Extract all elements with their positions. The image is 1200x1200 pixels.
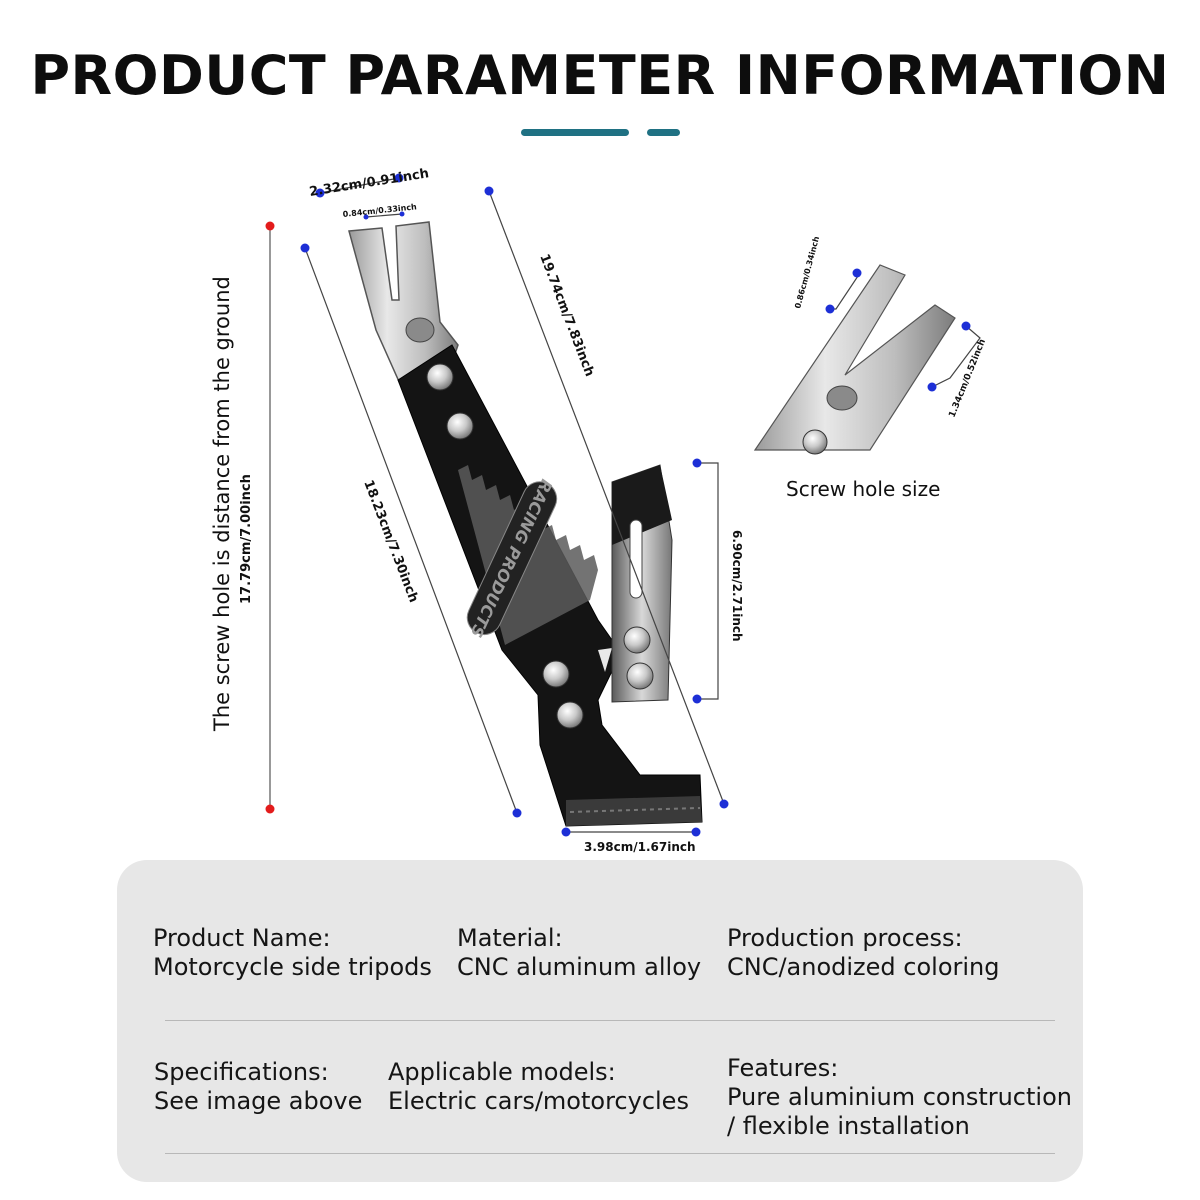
spec-label: Specifications: [154, 1058, 329, 1086]
ground-distance-label: 17.79cm/7.00inch [239, 474, 254, 604]
slot-width-dimension-line [365, 213, 403, 218]
total-length-label: 19.74cm/7.83inch [536, 252, 597, 379]
screw-hole-detail [753, 264, 956, 455]
top-width-dimension-line [319, 177, 400, 194]
bolt-icon [623, 626, 651, 654]
bracket-height-dimension-line [697, 462, 719, 700]
mounting-bracket [611, 464, 673, 703]
fork-hole-icon [405, 317, 435, 343]
spec-label: Material: [457, 924, 563, 952]
ground-distance-markers [265, 221, 275, 814]
spec-value: Electric cars/motorcycles [388, 1087, 689, 1115]
spec-value: CNC/anodized coloring [727, 953, 1000, 981]
slot-width-label: 0.84cm/0.33inch [342, 202, 417, 219]
ground-distance-caption: The screw hole is distance from the grou… [210, 276, 234, 732]
spec-label: Production process: [727, 924, 963, 952]
spec-label: Product Name: [153, 924, 331, 952]
bolt-icon [556, 701, 584, 729]
bolt-icon [626, 662, 654, 690]
top-width-label: 2.32cm/0.91inch [308, 166, 430, 200]
body-length-dimension-line [304, 247, 518, 814]
bolt-icon [446, 412, 474, 440]
detail-hole-icon [826, 385, 858, 411]
spec-value: See image above [154, 1087, 363, 1115]
spec-value: Pure aluminium construction [727, 1083, 1072, 1111]
title-accent-bar-short [647, 129, 680, 136]
hole-large-label: 1.34cm/0.52inch [948, 338, 989, 419]
bolt-icon [426, 363, 454, 391]
bolt-icon [802, 429, 828, 455]
body-length-label: 18.23cm/7.30inch [360, 478, 421, 605]
bracket-height-label: 6.90cm/2.71inch [730, 530, 744, 642]
spec-value: Motorcycle side tripods [153, 953, 432, 981]
total-length-dimension-line [488, 190, 725, 805]
kickstand-diagram: RACING PRODUCTS [210, 166, 989, 854]
kickstand-body: RACING PRODUCTS [397, 344, 703, 827]
spec-value: CNC aluminum alloy [457, 953, 702, 981]
spec-value-continued: / flexible installation [727, 1112, 970, 1140]
spec-label: Features: [727, 1054, 839, 1082]
spec-material: Material: CNC aluminum alloy [457, 924, 701, 982]
spec-panel [117, 860, 1083, 1182]
spec-product-name: Product Name: Motorcycle side tripods [153, 924, 432, 982]
spec-features: Features: Pure aluminium construction / … [727, 1054, 1072, 1141]
spec-production-process: Production process: CNC/anodized colorin… [727, 924, 1000, 982]
spec-divider [165, 1020, 1055, 1021]
hole-small-label: 0.86cm/0.34inch [793, 235, 821, 309]
spec-label: Applicable models: [388, 1058, 616, 1086]
foot-width-label: 3.98cm/1.67inch [584, 840, 696, 854]
spec-divider [165, 1153, 1055, 1154]
dimension-markers [300, 173, 971, 837]
spec-applicable-models: Applicable models: Electric cars/motorcy… [388, 1058, 689, 1116]
screw-hole-caption: Screw hole size [786, 477, 941, 501]
bolt-icon [542, 660, 570, 688]
spec-specifications: Specifications: See image above [154, 1058, 362, 1116]
hole-large-dimension-line [931, 325, 981, 388]
page-title: PRODUCT PARAMETER INFORMATION [30, 44, 1170, 107]
title-accent-bar-long [521, 129, 629, 136]
